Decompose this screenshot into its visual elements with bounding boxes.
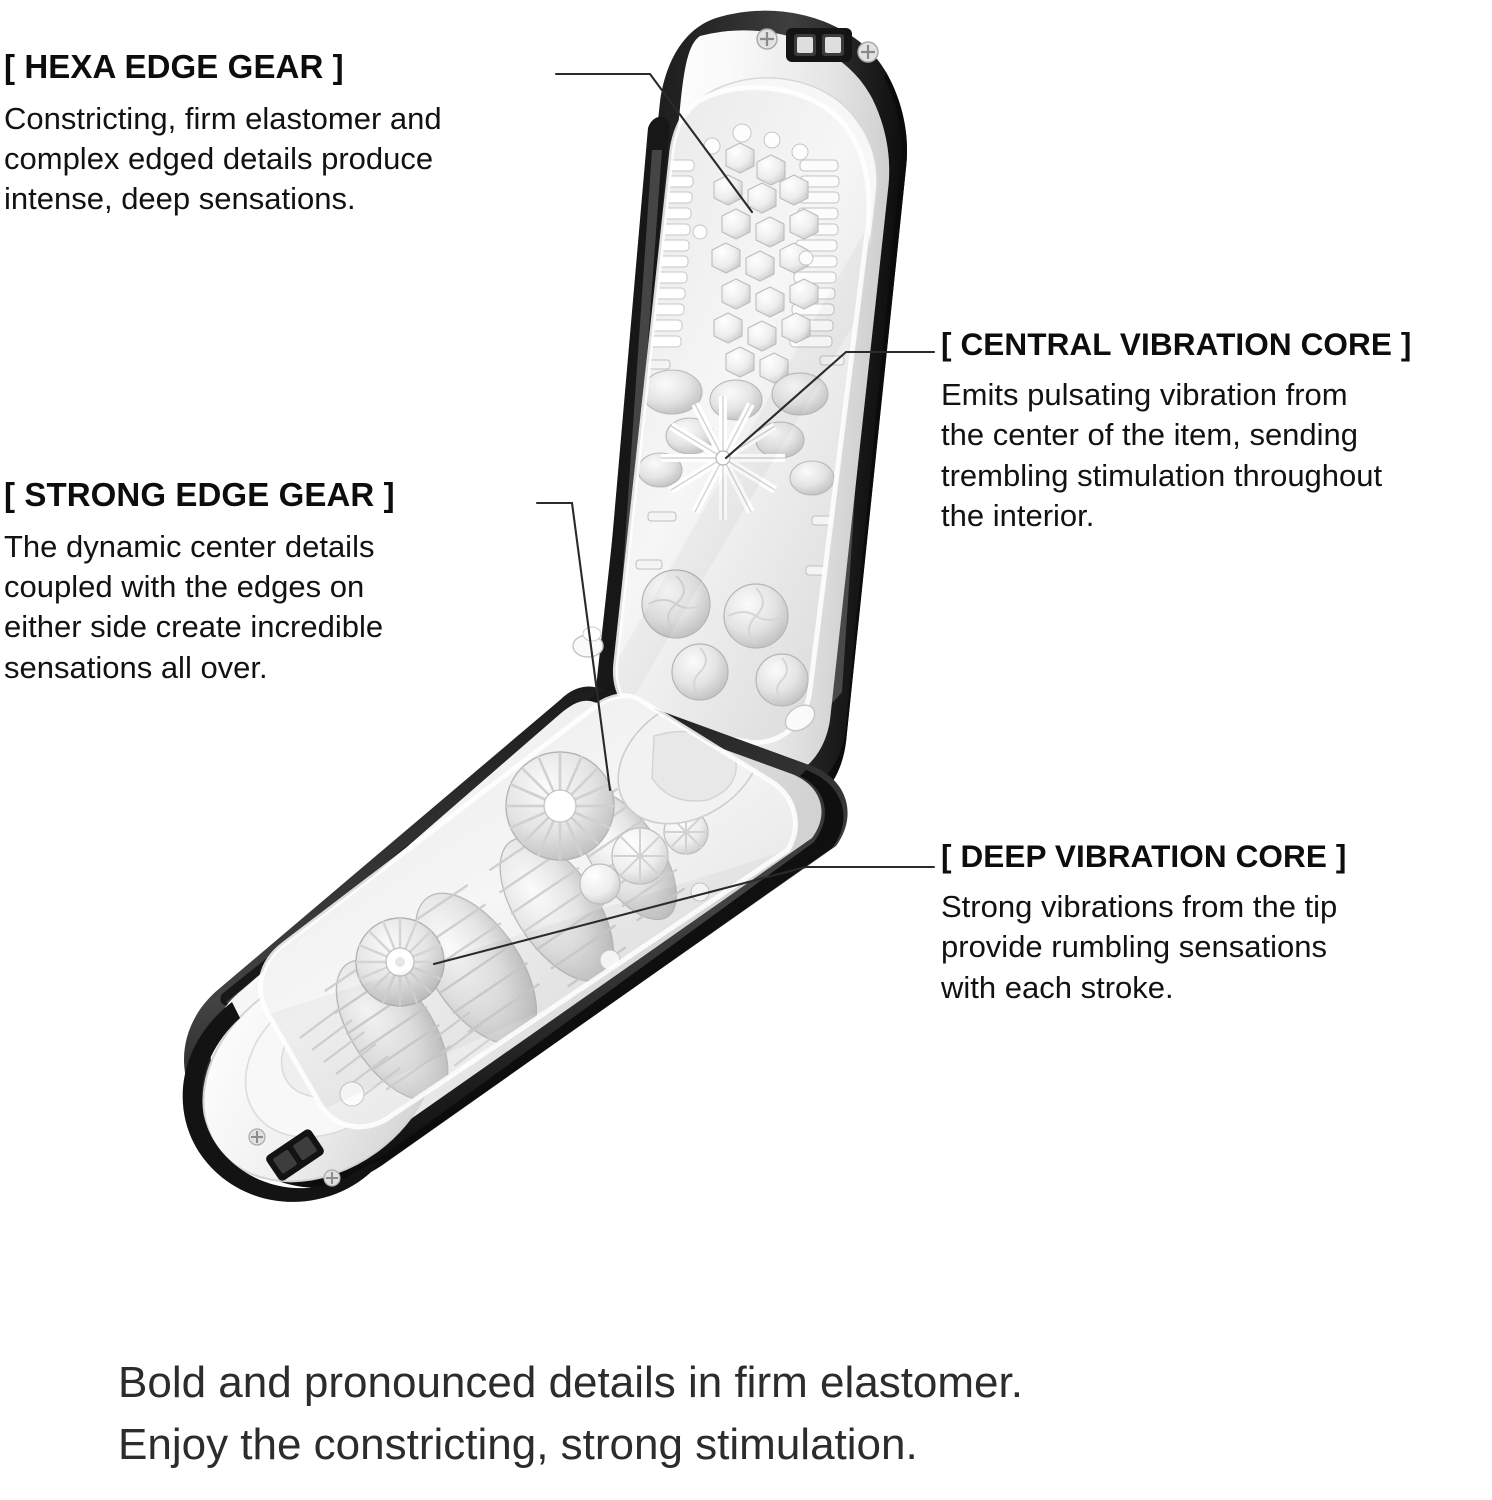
lower-arm-white-housing (210, 700, 822, 1161)
upper-left-rib-column (636, 159, 695, 348)
hexa-edge-gear-nubs (692, 123, 819, 384)
lower-arm-cavity-rim (258, 693, 798, 1130)
leader-line-hexa-edge-gear (554, 72, 754, 214)
callout-hexa-edge-gear: [ HEXA EDGE GEAR ] Constricting, firm el… (4, 48, 442, 220)
deep-vibration-core-element (355, 917, 445, 1007)
upper-arm-left-edge-band (598, 116, 670, 712)
callout-title-strong-edge-gear: [ STRONG EDGE GEAR ] (4, 476, 395, 513)
lower-nubs (339, 882, 710, 1107)
callout-line: trembling stimulation throughout (941, 457, 1383, 493)
lower-ribbed-barrels (324, 787, 686, 1109)
callout-line: intense, deep sensations. (4, 181, 356, 217)
upper-arm-left-edge-highlight (616, 150, 662, 672)
device-end-port (266, 1129, 324, 1181)
device-charging-port (786, 28, 852, 62)
upper-arm-outer-shell (592, 10, 908, 813)
lower-arm-front-edge-band (220, 691, 611, 1006)
upper-interior-texture (635, 123, 845, 707)
lower-small-gears (579, 809, 709, 905)
upper-mid-gear-cluster (635, 355, 845, 576)
callout-line: complex edged details produce (4, 140, 434, 176)
device-upper-arm (572, 10, 908, 813)
upper-arm-gloss-stripe-2 (824, 222, 866, 690)
upper-arm-top-ring (675, 77, 878, 249)
lower-arm-back-rim (252, 770, 844, 1185)
lower-arm-front-edge-highlight (226, 706, 598, 1008)
callout-line: coupled with the edges on (4, 568, 365, 604)
callout-line: Constricting, firm elastomer and (4, 100, 442, 136)
upper-arm-cavity (615, 87, 869, 743)
device-hinge-lower (784, 704, 816, 732)
bottom-caption-line-1: Bold and pronounced details in firm elas… (118, 1358, 1023, 1407)
lower-arm-end-cap (202, 965, 438, 1183)
callout-line: with each stroke. (941, 969, 1174, 1005)
leader-line-strong-edge-gear (535, 501, 612, 792)
upper-arm-white-housing (619, 30, 890, 781)
callout-leader-lines (432, 72, 936, 966)
leader-line-deep-core (432, 865, 936, 966)
lower-cup-dome (617, 695, 763, 825)
callout-line: The dynamic center details (4, 528, 375, 564)
device-hinge-upper (572, 626, 604, 658)
bottom-caption-line-2: Enjoy the constricting, strong stimulati… (118, 1420, 918, 1470)
device-lower-arm (182, 686, 848, 1202)
lower-interior-texture (299, 695, 763, 1109)
callout-body-deep-vibration-core: Strong vibrations from the tip provide r… (941, 887, 1346, 1008)
callout-body-strong-edge-gear: The dynamic center details coupled with … (4, 527, 395, 688)
callout-body-central-vibration-core: Emits pulsating vibration from the cente… (941, 375, 1411, 536)
callout-line: sensations all over. (4, 649, 268, 685)
callout-strong-edge-gear: [ STRONG EDGE GEAR ] The dynamic center … (4, 476, 395, 688)
callout-line: either side create incredible (4, 609, 384, 645)
upper-arm-cavity-rim (612, 85, 872, 745)
upper-swirl-cluster (641, 569, 809, 707)
callout-deep-vibration-core: [ DEEP VIBRATION CORE ] Strong vibration… (941, 838, 1347, 1008)
callout-title-central-vibration-core: [ CENTRAL VIBRATION CORE ] (941, 326, 1412, 362)
lower-ridged-wheel-a (505, 751, 615, 861)
callout-body-hexa-edge-gear: Constricting, firm elastomer and complex… (4, 99, 442, 220)
lower-comb-ridges (299, 1007, 519, 1099)
lower-arm-outer-shell (184, 686, 848, 1188)
device-end-screw-right (323, 1169, 341, 1187)
upper-arm-right-edge (774, 72, 908, 813)
callout-line: provide rumbling sensations (941, 929, 1327, 965)
callout-central-vibration-core: [ CENTRAL VIBRATION CORE ] Emits pulsati… (941, 326, 1412, 536)
device-screw-left (756, 28, 778, 50)
callout-line: Strong vibrations from the tip (941, 889, 1338, 925)
leader-line-central-core (724, 350, 936, 460)
lower-arm-end-ring (182, 1002, 384, 1202)
callout-line: the center of the item, sending (941, 417, 1359, 453)
callout-line: Emits pulsating vibration from (941, 377, 1348, 413)
device-end-screw-left (248, 1128, 266, 1146)
upper-arm-gloss-stripe-1 (826, 176, 876, 710)
upper-right-rib-column (789, 159, 840, 348)
callout-title-hexa-edge-gear: [ HEXA EDGE GEAR ] (4, 48, 344, 85)
lower-arm-gloss-stripe-2 (378, 828, 768, 1130)
central-vibration-core-element (661, 396, 785, 520)
lower-arm-gloss-stripe-1 (368, 804, 790, 1112)
callout-title-deep-vibration-core: [ DEEP VIBRATION CORE ] (941, 838, 1347, 874)
bottom-caption: Bold and pronounced details in firm elas… (118, 1352, 1408, 1477)
lower-arm-cavity (260, 695, 796, 1127)
device-screw-right (857, 41, 879, 63)
callout-line: the interior. (941, 497, 1095, 533)
